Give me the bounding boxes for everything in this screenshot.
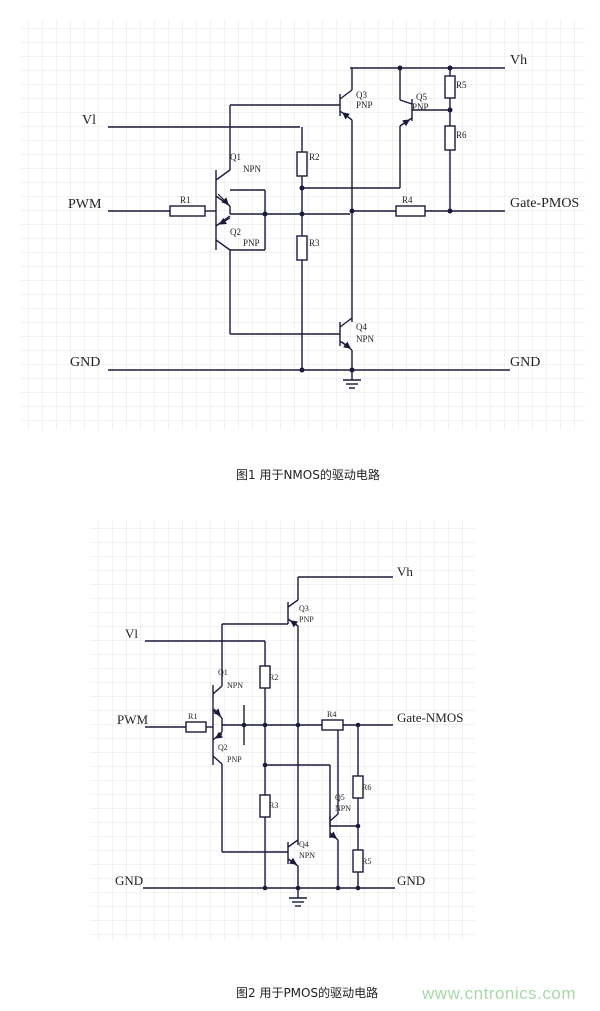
- f1-r6-body: [444, 125, 456, 151]
- f2-q1-label: Q1: [218, 668, 228, 677]
- f2-vh-label: Vh: [397, 564, 413, 579]
- f2-r4-label: R4: [327, 710, 336, 719]
- f1-q1-label: Q1: [230, 152, 241, 162]
- f2-gnd-left-label: GND: [115, 873, 143, 888]
- f2-r5-label: R5: [362, 857, 371, 866]
- f2-q3-type: PNP: [299, 615, 314, 624]
- f2-r6-body: [352, 775, 364, 799]
- figure2-caption: 图2 用于PMOS的驱动电路: [236, 986, 379, 1000]
- f1-q1-type: NPN: [243, 164, 262, 174]
- f2-r1-body: [185, 721, 207, 733]
- f1-q2-type: PNP: [243, 238, 260, 248]
- f2-r4-body: [321, 719, 344, 731]
- f1-vl-label: Vl: [82, 113, 96, 128]
- f1-q4-label: Q4: [356, 322, 367, 332]
- figure2-schematic: Vh Vl PWM GND GND Gate-NMOS Q1 NPN Q2 PN…: [0, 500, 600, 970]
- f1-q5-type: PNP: [412, 102, 429, 112]
- watermark: www.cntronics.com: [422, 984, 576, 1003]
- f1-r4-body: [395, 205, 426, 217]
- f1-q4-type: NPN: [356, 334, 375, 344]
- f1-r3-label: R3: [309, 238, 320, 248]
- f2-pwm-label: PWM: [117, 712, 149, 727]
- f2-r5-body: [352, 849, 364, 873]
- f1-r5-body: [444, 75, 456, 99]
- figure2-svg: Vh Vl PWM GND GND Gate-NMOS Q1 NPN Q2 PN…: [90, 520, 475, 940]
- f2-q5-type: NPN: [335, 804, 351, 813]
- f2-gate-label: Gate-NMOS: [397, 710, 463, 725]
- figure2-grid: [90, 520, 475, 940]
- f1-gnd-left-label: GND: [70, 355, 100, 370]
- f1-gnd-right-label: GND: [510, 355, 540, 370]
- f1-q3-label: Q3: [356, 90, 367, 100]
- f2-r6-label: R6: [362, 783, 371, 792]
- f2-q3-label: Q3: [299, 604, 309, 613]
- figure1-schematic: Vh Vl PWM GND GND Gate-PMOS Q1 NPN Q2 PN…: [0, 0, 600, 450]
- f1-q2-label: Q2: [230, 227, 241, 237]
- f1-gate-label: Gate-PMOS: [510, 196, 579, 211]
- f2-r3-label: R3: [269, 801, 278, 810]
- figure1-caption: 图1 用于NMOS的驱动电路: [236, 468, 380, 482]
- f2-r2-body: [259, 665, 271, 689]
- f2-q5-label: Q5: [335, 793, 345, 802]
- figure1-svg: Vh Vl PWM GND GND Gate-PMOS Q1 NPN Q2 PN…: [20, 20, 585, 430]
- f2-vl-label: Vl: [125, 626, 138, 641]
- f1-r1-label: R1: [180, 195, 191, 205]
- f2-q2-label: Q2: [218, 743, 228, 752]
- f2-q4-type: NPN: [299, 851, 315, 860]
- f1-r2-label: R2: [309, 152, 320, 162]
- f1-r1-body: [169, 205, 206, 217]
- f1-r2-body: [296, 151, 308, 177]
- f2-q4-label: Q4: [299, 840, 309, 849]
- f2-q2-type: PNP: [227, 755, 242, 764]
- f1-pwm-label: PWM: [68, 197, 102, 212]
- f1-vh-label: Vh: [510, 53, 527, 68]
- f2-q1-type: NPN: [227, 681, 243, 690]
- f1-r4-label: R4: [402, 195, 413, 205]
- f1-r5-label: R5: [456, 80, 467, 90]
- f1-r6-label: R6: [456, 130, 467, 140]
- f2-r2-label: R2: [269, 673, 278, 682]
- f2-r1-label: R1: [188, 712, 197, 721]
- f2-gnd-right-label: GND: [397, 873, 425, 888]
- f2-r3-body: [259, 794, 271, 818]
- f1-r3-body: [296, 235, 308, 261]
- f1-q5-label: Q5: [416, 92, 427, 102]
- f1-q3-type: PNP: [356, 100, 373, 110]
